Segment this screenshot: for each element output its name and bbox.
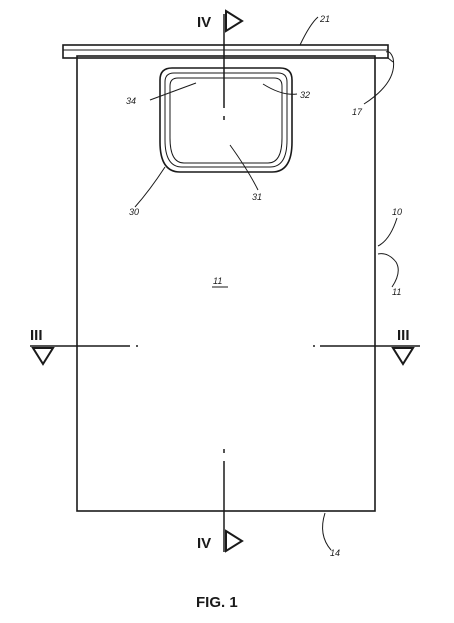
ref-17: 17 bbox=[352, 107, 363, 117]
section-label-iii-right: III bbox=[397, 327, 410, 344]
ref-10: 10 bbox=[392, 207, 402, 217]
leader-21 bbox=[299, 16, 319, 46]
leader-10 bbox=[377, 217, 398, 247]
ref-14: 14 bbox=[330, 548, 340, 558]
ref-11-side: 11 bbox=[392, 287, 401, 297]
leader-31 bbox=[229, 144, 259, 191]
section-arrow-iii-left bbox=[31, 347, 55, 366]
section-arrow-iv-top bbox=[225, 9, 244, 33]
ref-30: 30 bbox=[129, 207, 139, 217]
leader-17-branch bbox=[387, 57, 394, 63]
ref-11-center: 11 bbox=[213, 276, 222, 286]
section-label-iii-left: III bbox=[30, 327, 43, 344]
leader-30 bbox=[134, 166, 166, 208]
ref-21: 21 bbox=[319, 14, 330, 24]
handle-recess-inner bbox=[169, 77, 283, 164]
leader-14 bbox=[322, 512, 332, 551]
figure-caption: FIG. 1 bbox=[196, 594, 238, 611]
handle-recess-middle bbox=[164, 72, 288, 168]
section-arrow-iii-right bbox=[391, 347, 415, 366]
leader-17 bbox=[363, 51, 395, 105]
container-body bbox=[76, 55, 376, 512]
section-label-iv-bottom: IV bbox=[197, 535, 211, 552]
leader-34 bbox=[149, 82, 197, 101]
ref-32: 32 bbox=[300, 90, 310, 100]
section-label-iv-top: IV bbox=[197, 14, 211, 31]
section-arrow-iv-bottom bbox=[225, 529, 244, 553]
ref-31: 31 bbox=[252, 192, 262, 202]
leader-11 bbox=[377, 253, 399, 288]
leader-32 bbox=[262, 83, 298, 95]
ref-34: 34 bbox=[126, 96, 136, 106]
handle-recess-outer bbox=[159, 67, 293, 173]
